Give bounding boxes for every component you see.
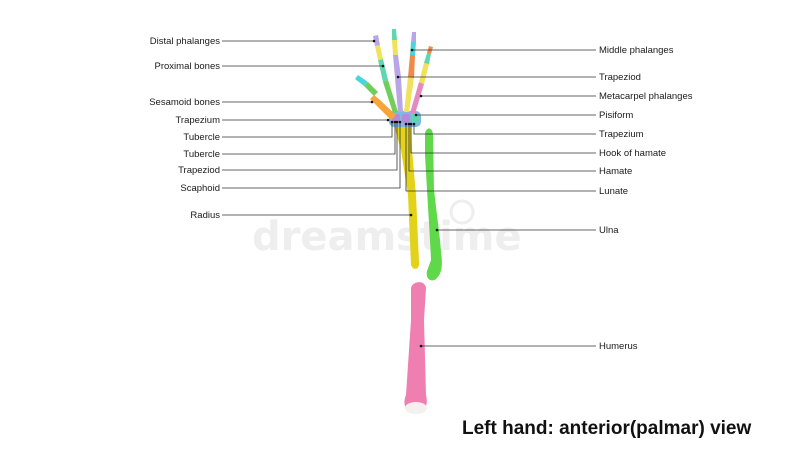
- leader-hamate: [408, 124, 596, 172]
- label-lunate: Lunate: [599, 186, 628, 197]
- leader-hook-of-hamate: [410, 124, 596, 154]
- leader-trapeziod-left: [222, 122, 398, 171]
- label-metacarpel-phalanges: Metacarpel phalanges: [599, 91, 693, 102]
- watermark-text: dreamstime: [252, 214, 522, 260]
- label-trapeziod-right: Trapeziod: [599, 72, 641, 83]
- leader-tubercle-1: [222, 122, 393, 138]
- label-distal-phalanges: Distal phalanges: [150, 36, 220, 47]
- label-proximal-bones: Proximal bones: [155, 61, 221, 72]
- label-ulna: Ulna: [599, 225, 619, 236]
- label-tubercle-1: Tubercle: [183, 132, 220, 143]
- humerus-bone: [404, 282, 427, 414]
- watermark-logo-icon: [449, 199, 475, 225]
- label-trapezium-left: Trapezium: [175, 115, 220, 126]
- label-radius: Radius: [190, 210, 220, 221]
- leader-scaphoid: [222, 122, 401, 189]
- label-hook-of-hamate: Hook of hamate: [599, 148, 666, 159]
- label-scaphoid: Scaphoid: [180, 183, 220, 194]
- thumb-bones: [355, 75, 396, 120]
- label-trapezium-right: Trapezium: [599, 129, 644, 140]
- leader-lunate: [405, 124, 596, 192]
- label-pisiform: Pisiform: [599, 110, 633, 121]
- radius-bone: [394, 126, 420, 269]
- label-trapeziod-left: Trapeziod: [178, 165, 220, 176]
- leader-lines-left: [222, 40, 411, 216]
- label-tubercle-2: Tubercle: [183, 149, 220, 160]
- metacarpal-bones: [383, 77, 424, 114]
- label-middle-phalanges: Middle phalanges: [599, 45, 674, 56]
- leader-tubercle-2: [222, 122, 396, 155]
- bones: [355, 29, 442, 414]
- finger-phalanges: [373, 29, 433, 84]
- label-hamate: Hamate: [599, 166, 632, 177]
- ulna-bone: [425, 128, 442, 281]
- label-sesamoid-bones: Sesamoid bones: [149, 97, 220, 108]
- leader-lines-right: [398, 49, 596, 347]
- labels-right: Middle phalanges Trapeziod Metacarpel ph…: [599, 45, 693, 352]
- diagram-title: Left hand: anterior(palmar) view: [462, 418, 751, 439]
- leader-dots: [370, 39, 439, 348]
- leader-trapezium-right: [413, 124, 596, 135]
- label-humerus: Humerus: [599, 341, 638, 352]
- labels-left: Distal phalanges Proximal bones Sesamoid…: [149, 36, 220, 221]
